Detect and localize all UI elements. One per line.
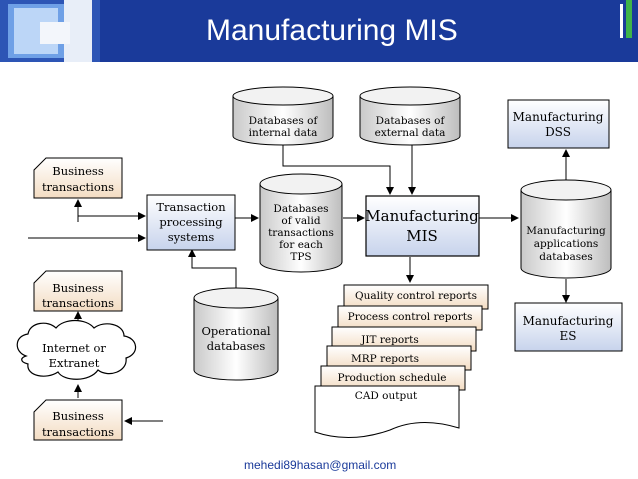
box-line: Manufacturing xyxy=(523,314,614,328)
manufacturing-dss-box: Manufacturing DSS xyxy=(507,99,610,149)
box-line: processing xyxy=(159,215,223,229)
cyl-line: internal data xyxy=(249,127,318,139)
header-accent xyxy=(614,0,638,62)
doc-line: transactions xyxy=(42,180,114,194)
box-line: MIS xyxy=(406,227,438,245)
internal-data-database: Databases of internal data xyxy=(232,86,334,146)
doc-line: Business xyxy=(52,281,104,295)
doc-line: Business xyxy=(52,409,104,423)
box-line: Manufacturing xyxy=(365,207,479,225)
cyl-line: Databases of xyxy=(249,115,319,127)
cloud-line: Extranet xyxy=(49,356,100,370)
doc-line: transactions xyxy=(42,425,114,439)
cyl-line: applications xyxy=(534,238,599,250)
report-label: MRP reports xyxy=(351,353,419,365)
operational-databases: Operational databases xyxy=(193,287,279,381)
cyl-line: Operational xyxy=(201,324,270,338)
cyl-line: Databases of xyxy=(376,115,446,127)
cyl-line: databases xyxy=(207,339,266,353)
box-line: DSS xyxy=(545,125,571,139)
slide-title: Manufacturing MIS xyxy=(206,14,458,47)
tps-box: Transaction processing systems xyxy=(146,194,236,251)
cyl-line: databases xyxy=(539,251,592,263)
report-label: Process control reports xyxy=(348,311,473,323)
logo-graphic xyxy=(0,0,100,62)
applications-database: Manufacturing applications databases xyxy=(520,179,612,279)
report-label: Quality control reports xyxy=(355,290,477,302)
arrows xyxy=(28,138,570,425)
box-line: Manufacturing xyxy=(513,110,604,124)
valid-transactions-database: Databases of valid transactions for each… xyxy=(259,173,343,273)
box-line: systems xyxy=(168,230,215,244)
manufacturing-mis-box: Manufacturing MIS xyxy=(365,195,480,257)
manufacturing-es-box: Manufacturing ES xyxy=(514,302,623,352)
cyl-line: of valid xyxy=(281,215,320,227)
cloud-line: Internet or xyxy=(42,341,106,355)
report-label: JIT reports xyxy=(360,334,419,346)
cyl-line: TPS xyxy=(290,251,311,263)
cyl-line: external data xyxy=(375,127,446,139)
doc-line: Business xyxy=(52,164,104,178)
report-stack: Quality control reports Process control … xyxy=(314,284,489,439)
internet-cloud: Internet or Extranet xyxy=(16,319,137,380)
cyl-line: transactions xyxy=(268,227,334,239)
report-label: CAD output xyxy=(355,390,418,402)
footer-email: mehedi89hasan@gmail.com xyxy=(244,458,397,472)
doc-line: transactions xyxy=(42,296,114,310)
cyl-line: Databases xyxy=(273,203,328,215)
slide-header: Manufacturing MIS xyxy=(0,0,638,62)
external-data-database: Databases of external data xyxy=(359,86,461,146)
cyl-line: for each xyxy=(279,239,323,251)
business-transactions-doc: Business transactions xyxy=(33,157,123,199)
cyl-line: Manufacturing xyxy=(526,225,606,237)
box-line: Transaction xyxy=(156,200,226,214)
box-line: ES xyxy=(560,329,577,343)
report-label: Production schedule xyxy=(337,372,446,384)
business-transactions-doc: Business transactions xyxy=(33,399,123,441)
business-transactions-doc: Business transactions xyxy=(33,270,123,312)
